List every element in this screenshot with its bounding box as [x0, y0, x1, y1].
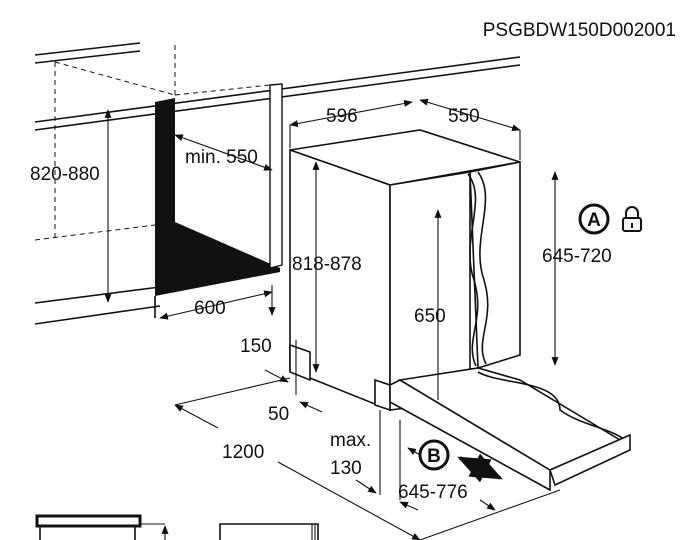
label-clearance: 1200 — [222, 442, 264, 463]
kitchen-cabinet — [34, 42, 521, 325]
dimension-lines — [104, 98, 561, 540]
model-code: PSGBDW150D002001 — [483, 20, 676, 41]
label-width: 596 — [326, 106, 358, 127]
niche-cavity — [155, 98, 280, 296]
svg-text:B: B — [427, 446, 441, 467]
label-depth: 550 — [448, 106, 480, 127]
dishwasher — [289, 129, 631, 492]
bottom-detail — [35, 514, 319, 540]
double-arrow-icon — [457, 453, 503, 483]
label-niche-height: 820-880 — [30, 164, 100, 185]
marker-a: A — [578, 203, 610, 235]
label-max-value: 130 — [330, 458, 362, 479]
marker-b: B — [418, 439, 450, 471]
label-door-panel-height: 645-720 — [542, 246, 612, 267]
svg-text:A: A — [587, 210, 601, 231]
label-height: 818-878 — [292, 254, 362, 275]
label-niche-depth: min. 550 — [185, 147, 258, 168]
label-niche-width: 600 — [194, 298, 226, 319]
label-max: max. — [330, 430, 371, 451]
label-plinth-offset: 50 — [268, 404, 289, 425]
label-plinth-height: 150 — [240, 336, 272, 357]
label-door-travel: 645-776 — [398, 482, 468, 503]
lock-icon — [622, 206, 642, 232]
label-inner-height: 650 — [414, 306, 446, 327]
